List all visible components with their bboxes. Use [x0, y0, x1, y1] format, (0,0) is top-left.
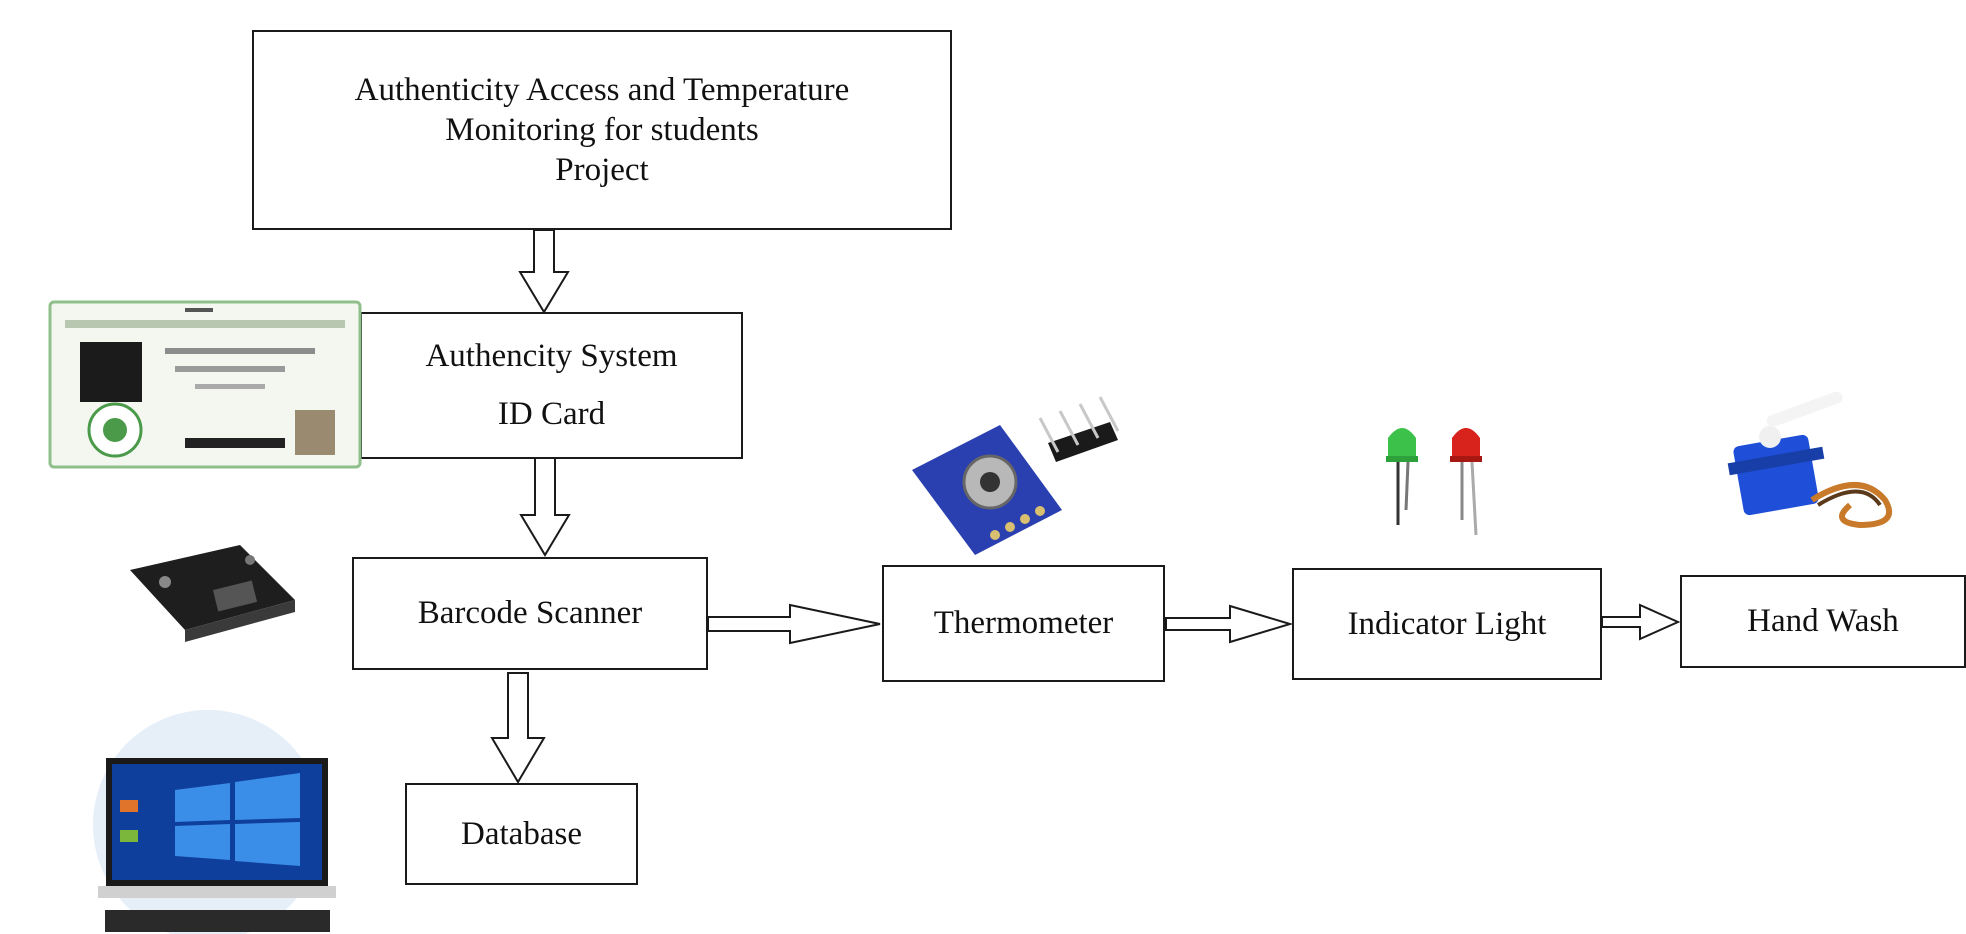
arrow-barcode-to-database: [490, 672, 546, 784]
database-box: Database: [405, 783, 638, 885]
hand-wash-box: Hand Wash: [1680, 575, 1966, 668]
auth-system-box: Authencity System ID Card: [360, 312, 743, 459]
barcode-scanner-box: Barcode Scanner: [352, 557, 708, 670]
auth-line-1: Authencity System: [425, 337, 678, 374]
title-line-1: Authenticity Access and Temperature: [354, 71, 850, 108]
arrow-title-to-auth: [518, 229, 570, 314]
title-line-3: Project: [555, 152, 649, 189]
title-line-2: Monitoring for students: [445, 111, 759, 148]
arrow-thermometer-to-indicator: [1165, 604, 1294, 644]
arrow-indicator-to-handwash: [1601, 603, 1681, 641]
barcode-scanner-label: Barcode Scanner: [417, 595, 643, 632]
arrow-auth-to-barcode: [519, 457, 571, 557]
thermometer-label: Thermometer: [933, 605, 1114, 642]
indicator-light-box: Indicator Light: [1292, 568, 1602, 680]
indicator-light-label: Indicator Light: [1347, 605, 1547, 642]
title-box: Authenticity Access and Temperature Moni…: [252, 30, 952, 230]
thermometer-box: Thermometer: [882, 565, 1165, 682]
hand-wash-label: Hand Wash: [1747, 603, 1899, 640]
arrow-barcode-to-thermometer: [707, 603, 881, 645]
auth-line-2: ID Card: [497, 395, 606, 432]
database-label: Database: [461, 815, 582, 852]
